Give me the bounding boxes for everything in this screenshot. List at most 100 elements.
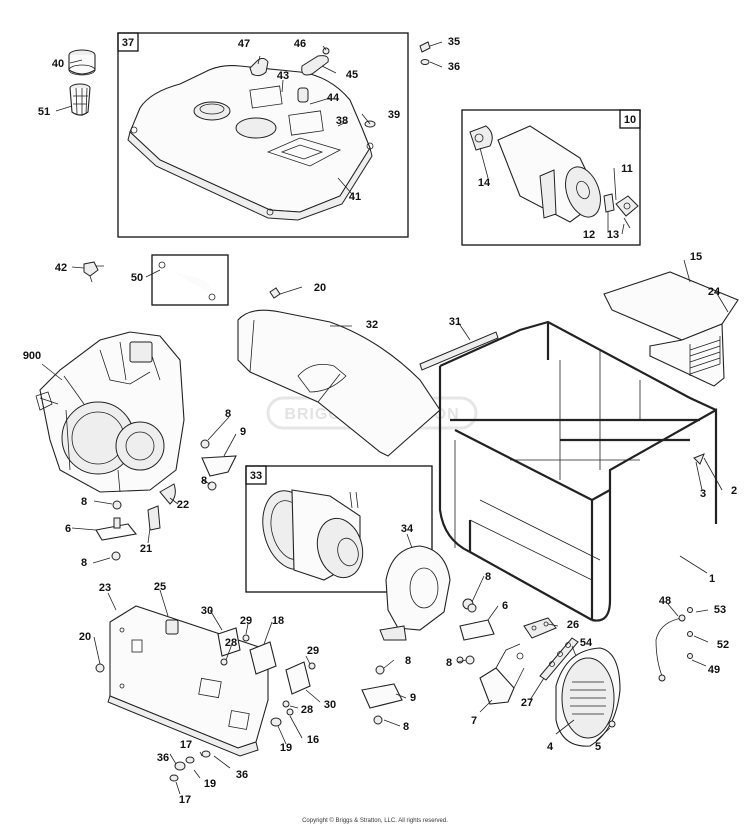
callout-4: 4 — [547, 741, 554, 753]
callout-22: 22 — [177, 499, 189, 511]
callout-8-b: 8 — [201, 475, 207, 487]
trim-strip — [419, 331, 499, 371]
callout-30-a: 30 — [201, 605, 213, 617]
callout-16: 16 — [307, 734, 319, 746]
callout-6-right: 6 — [502, 600, 508, 612]
callout-17-b: 17 — [179, 794, 191, 806]
callout-36-b: 36 — [157, 752, 169, 764]
callout-3: 3 — [700, 488, 706, 500]
callout-8-c: 8 — [81, 496, 87, 508]
callout-50: 50 — [131, 272, 143, 284]
bracket-22 — [159, 483, 176, 505]
alternator-end-bell — [379, 545, 474, 641]
callout-14: 14 — [478, 177, 491, 189]
copyright-notice: Copyright © Briggs & Stratton, LLC. All … — [302, 818, 448, 824]
nut-8-mid — [456, 656, 464, 664]
callout-40: 40 — [52, 58, 64, 70]
control-panel-cover — [603, 271, 739, 387]
callout-2: 2 — [731, 485, 737, 497]
callout-35: 35 — [448, 36, 460, 48]
panel-outlet-30a — [217, 627, 250, 657]
muffler — [469, 125, 601, 223]
callout-42: 42 — [55, 262, 67, 274]
callout-30-b: 30 — [324, 699, 336, 711]
callout-34: 34 — [401, 523, 414, 535]
mount-6-left — [95, 500, 138, 561]
alternator — [262, 489, 364, 581]
callouts: 40 51 47 43 46 45 44 38 39 41 35 36 14 1… — [23, 36, 737, 806]
callout-8-d: 8 — [81, 557, 87, 569]
callout-28-b: 28 — [301, 704, 313, 716]
callout-53: 53 — [714, 604, 726, 616]
callout-24: 24 — [708, 286, 721, 298]
callout-18: 18 — [272, 615, 284, 627]
callout-7: 7 — [471, 715, 477, 727]
fuel-screen — [322, 47, 330, 55]
callout-29-a: 29 — [240, 615, 252, 627]
callout-900: 900 — [23, 350, 41, 362]
callout-19-b: 19 — [204, 778, 216, 790]
callout-17-a: 17 — [180, 739, 192, 751]
callout-21: 21 — [140, 543, 152, 555]
callout-5: 5 — [595, 741, 601, 753]
panel-breaker-18 — [249, 641, 277, 675]
callout-28-a: 28 — [225, 637, 237, 649]
callout-8-g: 8 — [405, 655, 411, 667]
callout-44: 44 — [327, 92, 340, 104]
callout-46: 46 — [294, 38, 306, 50]
ground-wire — [655, 607, 693, 682]
fuel-strainer — [69, 83, 91, 116]
callout-27: 27 — [521, 697, 533, 709]
callout-38: 38 — [336, 115, 348, 127]
callout-13: 13 — [607, 229, 619, 241]
tank-bolt — [419, 41, 431, 65]
callout-54: 54 — [580, 637, 593, 649]
callout-31: 31 — [449, 316, 461, 328]
callout-1: 1 — [709, 573, 715, 585]
control-panel — [107, 605, 269, 757]
callout-47: 47 — [238, 38, 250, 50]
callout-49: 49 — [708, 664, 720, 676]
callout-26: 26 — [567, 619, 579, 631]
end-cover — [555, 647, 621, 747]
fuel-tank-kit-box: 37 — [117, 32, 409, 238]
panel-switch-25 — [165, 619, 179, 635]
part-7-assembly — [479, 643, 525, 705]
panel-hardware — [95, 658, 294, 782]
callout-45: 45 — [346, 69, 358, 81]
mount-6-right — [459, 603, 495, 665]
callout-8-h: 8 — [403, 721, 409, 733]
spark-arrester — [603, 193, 639, 229]
muffler-kit-box: 10 — [461, 109, 641, 246]
mount-bracket-9-bottom — [361, 665, 403, 725]
mount-bracket-9-top — [200, 439, 237, 491]
callout-25: 25 — [154, 581, 166, 593]
callout-48: 48 — [659, 595, 671, 607]
box-33-label: 33 — [250, 470, 262, 482]
frame — [438, 320, 718, 622]
callout-6-left: 6 — [65, 523, 71, 535]
callout-39: 39 — [388, 109, 400, 121]
alternator-kit-box: 33 — [245, 465, 433, 593]
engine — [35, 331, 185, 493]
callout-12: 12 — [583, 229, 595, 241]
callout-29-b: 29 — [307, 645, 319, 657]
fuel-gauge — [297, 55, 329, 103]
fuel-line-box — [151, 254, 229, 306]
callout-23: 23 — [99, 582, 111, 594]
callout-52: 52 — [717, 639, 729, 651]
callout-51: 51 — [38, 106, 50, 118]
callout-32: 32 — [366, 319, 378, 331]
callout-9-bottom: 9 — [410, 692, 416, 704]
callout-41: 41 — [349, 191, 361, 203]
fuel-cap — [249, 57, 269, 77]
callout-9-top: 9 — [240, 426, 246, 438]
callout-8-e: 8 — [485, 571, 491, 583]
callout-43: 43 — [277, 70, 289, 82]
callout-8-a: 8 — [225, 408, 231, 420]
callout-20-bottom: 20 — [79, 631, 91, 643]
callout-8-f: 8 — [446, 657, 452, 669]
leader-lines — [41, 41, 729, 795]
box-10-label: 10 — [624, 114, 636, 126]
